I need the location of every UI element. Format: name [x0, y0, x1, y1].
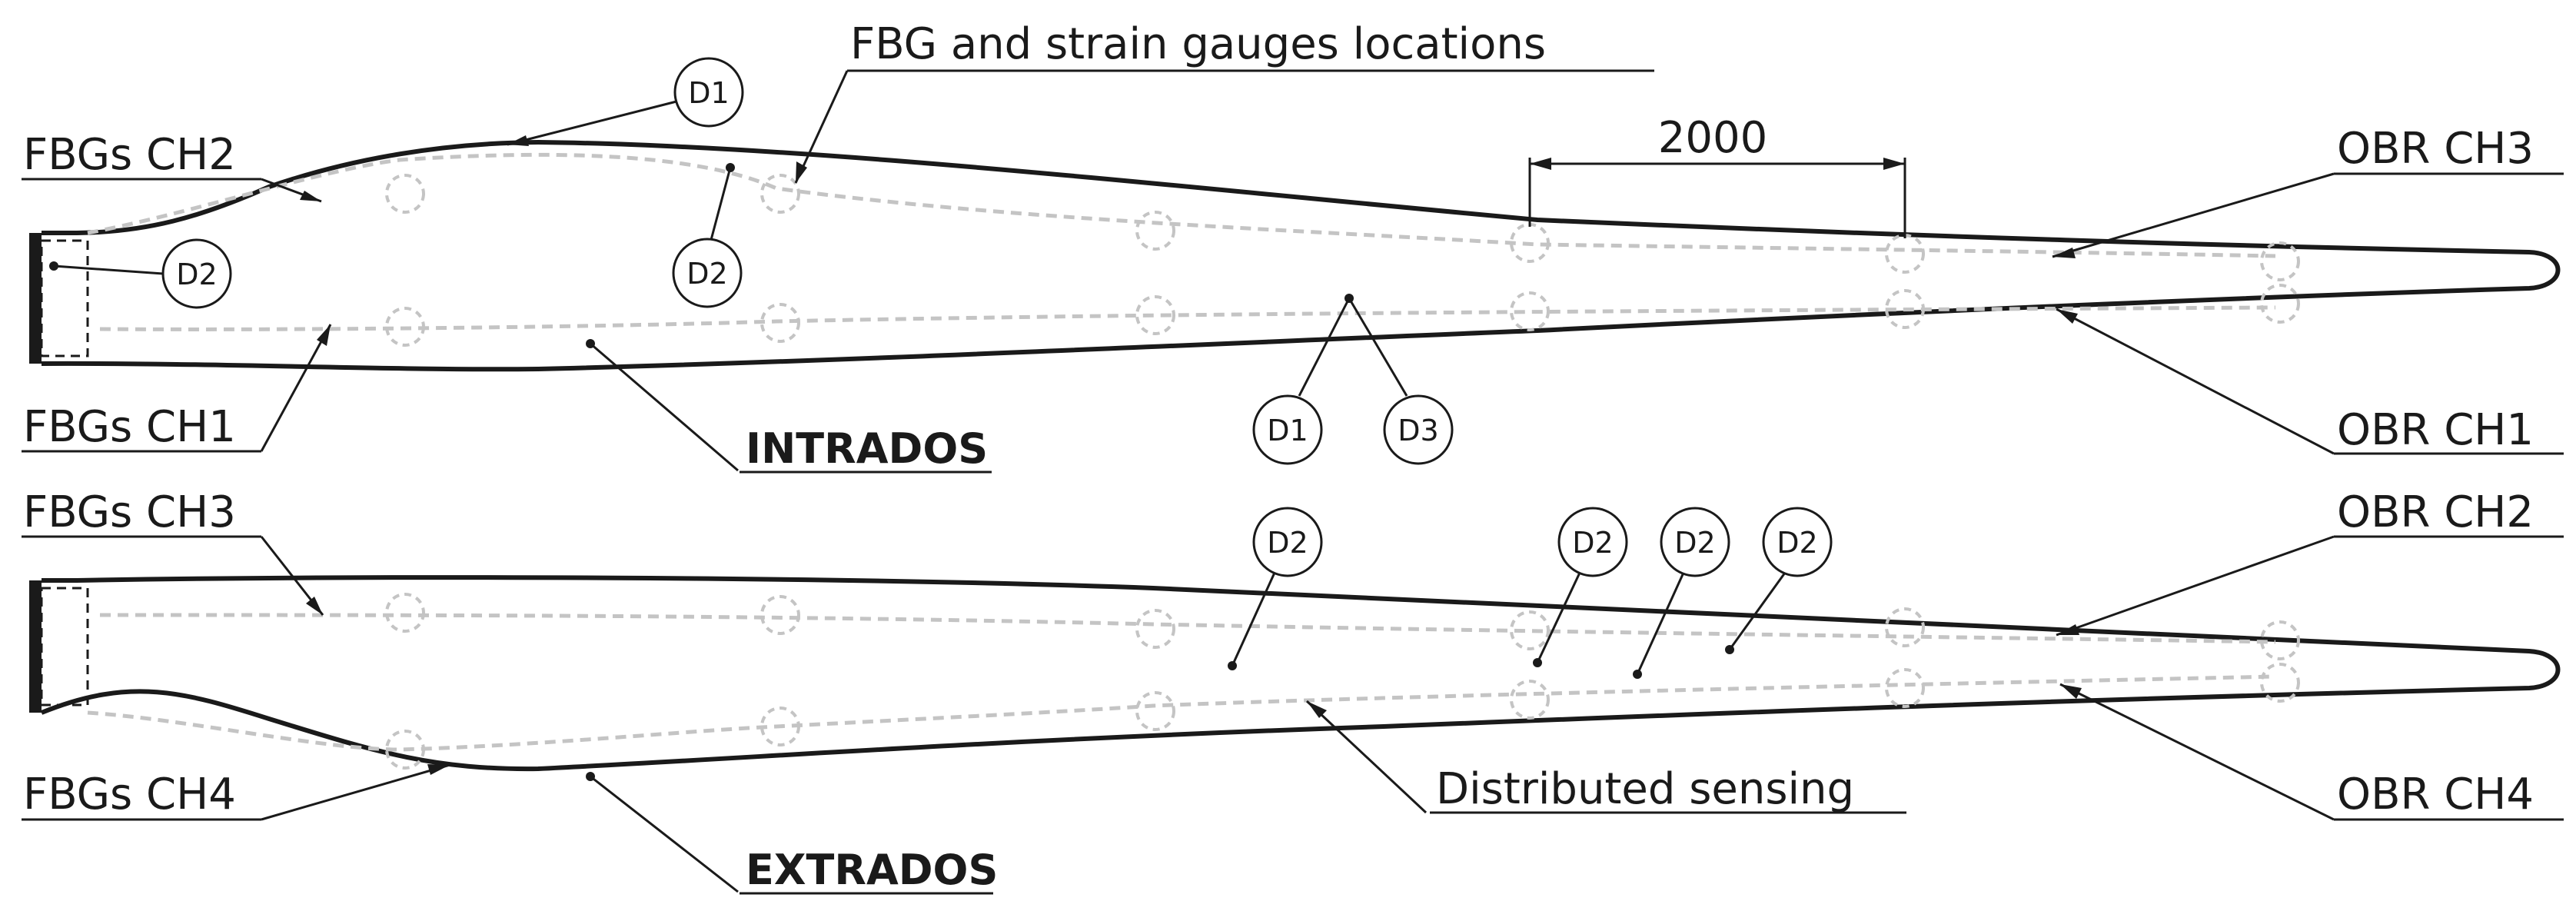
- fbg-sensor: [760, 303, 800, 343]
- label-obr-ch3: OBR CH3: [2052, 124, 2564, 258]
- label-fbgs-ch2: FBGs CH2: [22, 130, 322, 203]
- label-obr-ch4: OBR CH4: [2059, 683, 2564, 821]
- fbg-sensor: [385, 593, 425, 633]
- gauge-label: D2: [1267, 526, 1308, 560]
- fbg-sensor: [1510, 610, 1550, 650]
- label-distributed-sensing: Distributed sensing: [1305, 700, 1906, 814]
- fbg-sensor: [385, 174, 425, 214]
- fbg-sensor: [1510, 680, 1550, 720]
- fbg-sensor: [760, 174, 800, 214]
- fbg-sensor: [1885, 289, 1925, 329]
- gauge-d1-top: D1: [507, 57, 744, 146]
- gauge-d2-root: D2: [53, 238, 232, 309]
- extrados-blade-outline: [40, 575, 2561, 772]
- fbg-sensor: [2260, 241, 2300, 281]
- intrados-blade: [29, 140, 2561, 372]
- svg-text:Distributed sensing: Distributed sensing: [1436, 764, 1854, 814]
- fbg-sensor: [2260, 620, 2300, 660]
- svg-text:OBR CH1: OBR CH1: [2337, 405, 2534, 455]
- extrados-blade: [29, 575, 2561, 781]
- fbg-sensor: [2260, 663, 2300, 703]
- fbg-sensor: [1885, 607, 1925, 647]
- fbg-sensor: [1135, 211, 1175, 251]
- extrados-root-flange: [29, 580, 42, 713]
- gauge-label: D3: [1398, 414, 1438, 447]
- label-obr-ch2: OBR CH2: [2056, 487, 2564, 637]
- dimension-label: 2000: [1658, 113, 1768, 163]
- fbg-ch1-fiber: [99, 305, 2276, 331]
- fbg-sensor: [385, 730, 425, 770]
- fbg-sensor: [2260, 284, 2300, 324]
- fbg-ch2-fiber: [87, 152, 2276, 258]
- gauge-label: D1: [1267, 414, 1308, 447]
- label-intrados: INTRADOS: [590, 342, 992, 474]
- diagram-title: FBG and strain gauges locations: [850, 19, 1546, 69]
- svg-text:FBGs CH1: FBGs CH1: [23, 402, 236, 452]
- svg-text:INTRADOS: INTRADOS: [746, 424, 988, 473]
- gauge-label: D2: [686, 257, 727, 291]
- title-group: FBG and strain gauges locations: [794, 19, 1654, 184]
- extrados-root-box: [40, 587, 89, 707]
- fbg-sensor: [385, 307, 425, 347]
- fbg-sensor: [1885, 668, 1925, 708]
- svg-text:FBGs CH3: FBGs CH3: [23, 487, 236, 537]
- gauge-d1-d3: D1 D3: [1252, 298, 1454, 465]
- gauge-label: D1: [688, 76, 729, 110]
- fbg-sensor: [1885, 234, 1925, 274]
- intrados-blade-outline: [41, 140, 2561, 372]
- fbg-ch4-fiber: [87, 674, 2276, 752]
- gauge-label: D2: [1777, 526, 1817, 560]
- svg-text:FBGs CH2: FBGs CH2: [23, 130, 236, 180]
- gauge-label: D2: [176, 258, 217, 291]
- svg-text:OBR CH3: OBR CH3: [2337, 124, 2534, 174]
- label-fbgs-ch4: FBGs CH4: [22, 763, 450, 821]
- gauge-label: D2: [1572, 526, 1613, 560]
- label-fbgs-ch1: FBGs CH1: [22, 324, 332, 453]
- intrados-root-flange: [29, 233, 42, 364]
- label-fbgs-ch3: FBGs CH3: [22, 487, 324, 616]
- svg-text:EXTRADOS: EXTRADOS: [746, 846, 998, 894]
- label-extrados: EXTRADOS: [590, 775, 998, 895]
- fbg-ch3-fiber: [99, 613, 2276, 644]
- fbg-sensor: [760, 707, 800, 746]
- gauge-d2-lower: D2 D2 D2 D2: [1231, 507, 1833, 675]
- gauge-label: D2: [1674, 526, 1715, 560]
- fbg-sensor: [1510, 291, 1550, 331]
- label-obr-ch1: OBR CH1: [2056, 308, 2564, 455]
- fbg-sensor: [760, 595, 800, 635]
- fbg-sensor: [1135, 295, 1175, 335]
- intrados-root-box: [40, 239, 89, 357]
- svg-text:FBGs CH4: FBGs CH4: [23, 770, 236, 820]
- gauge-d2-upper: D2: [672, 167, 743, 308]
- dimension-marker: 2000: [1528, 113, 1906, 238]
- svg-text:OBR CH2: OBR CH2: [2337, 487, 2534, 537]
- fbg-sensor: [1135, 691, 1175, 731]
- svg-text:OBR CH4: OBR CH4: [2337, 770, 2534, 820]
- fbg-sensor: [1135, 609, 1175, 649]
